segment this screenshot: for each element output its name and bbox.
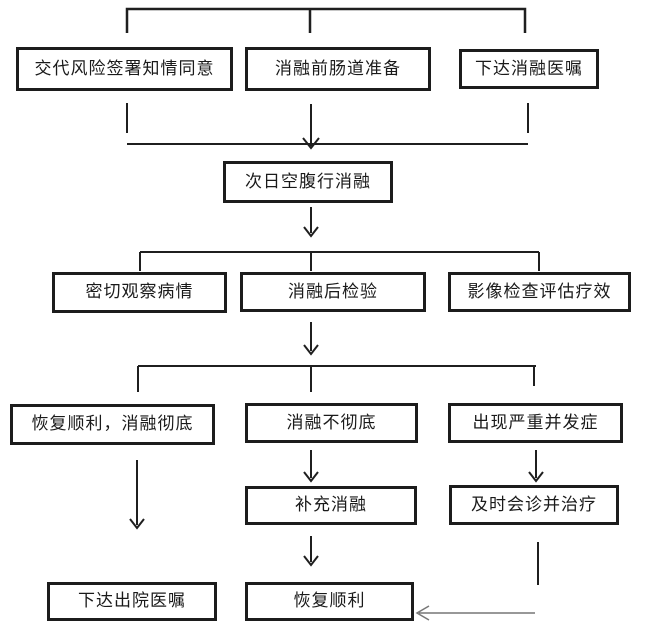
arrow-fasting-down-icon <box>303 207 319 238</box>
arrow-consult-to-recovery-icon <box>415 605 535 621</box>
node-incomplete: 消融不彻底 <box>245 403 418 443</box>
node-imaging-eval: 影像检查评估疗效 <box>448 272 631 312</box>
diverge-bracket-row4-line <box>137 365 536 392</box>
node-observe: 密切观察病情 <box>52 272 227 313</box>
node-consent: 交代风险签署知情同意 <box>16 47 233 91</box>
node-smooth-recovery: 恢复顺利 <box>245 582 414 621</box>
node-ablation-order: 下达消融医嘱 <box>459 49 599 89</box>
node-consult-treat: 及时会诊并治疗 <box>449 485 619 525</box>
arrow-smoothcomplete-down-icon <box>129 460 145 530</box>
node-fasting-ablation: 次日空腹行消融 <box>223 161 393 203</box>
node-post-tests: 消融后检验 <box>240 272 426 312</box>
converge-bracket-line <box>126 103 529 145</box>
node-smooth-complete: 恢复顺利，消融彻底 <box>10 404 215 445</box>
top-bracket-line <box>125 7 527 33</box>
node-discharge-order: 下达出院医嘱 <box>47 582 217 621</box>
arrow-complication-down-icon <box>528 450 544 483</box>
node-complication: 出现严重并发症 <box>448 403 623 443</box>
arrow-posttests-down-icon <box>303 322 319 356</box>
arrow-bowelprep-down-icon <box>302 104 320 150</box>
arrow-incomplete-down-icon <box>303 450 319 483</box>
diverge-bracket-row3-line <box>139 251 540 271</box>
node-supplement: 补充消融 <box>245 486 417 525</box>
arrow-supplement-down-icon <box>303 536 319 567</box>
node-bowel-prep: 消融前肠道准备 <box>245 47 431 91</box>
